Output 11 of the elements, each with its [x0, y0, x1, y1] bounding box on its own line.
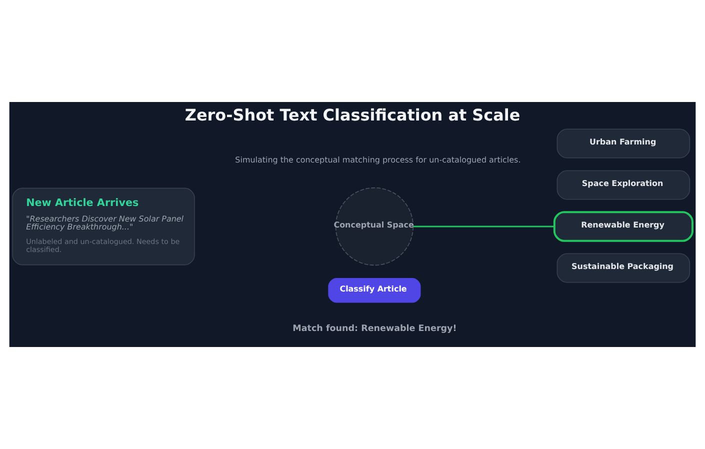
node-box: Classify Article — [328, 278, 421, 303]
label: Match found: Renewable Energy! — [292, 324, 457, 334]
node-box: New Article Arrives "Researchers Discover New Solar Panel Efficiency Breakthrough..." Unlabeled and un-catalogued. Needs to be classified. — [12, 188, 195, 266]
node-box: Urban Farming — [556, 128, 690, 158]
node-circle: Conceptual Space — [335, 187, 414, 266]
label: Simulating the conceptual matching process for un-catalogued articles. — [235, 155, 521, 164]
node-box: Renewable Energy — [553, 211, 694, 242]
node-box: Sustainable Packaging — [556, 253, 690, 283]
connector — [413, 226, 554, 228]
diagram-title: Zero-Shot Text Classification at Scale — [184, 105, 520, 124]
node-box: Space Exploration — [556, 170, 690, 200]
